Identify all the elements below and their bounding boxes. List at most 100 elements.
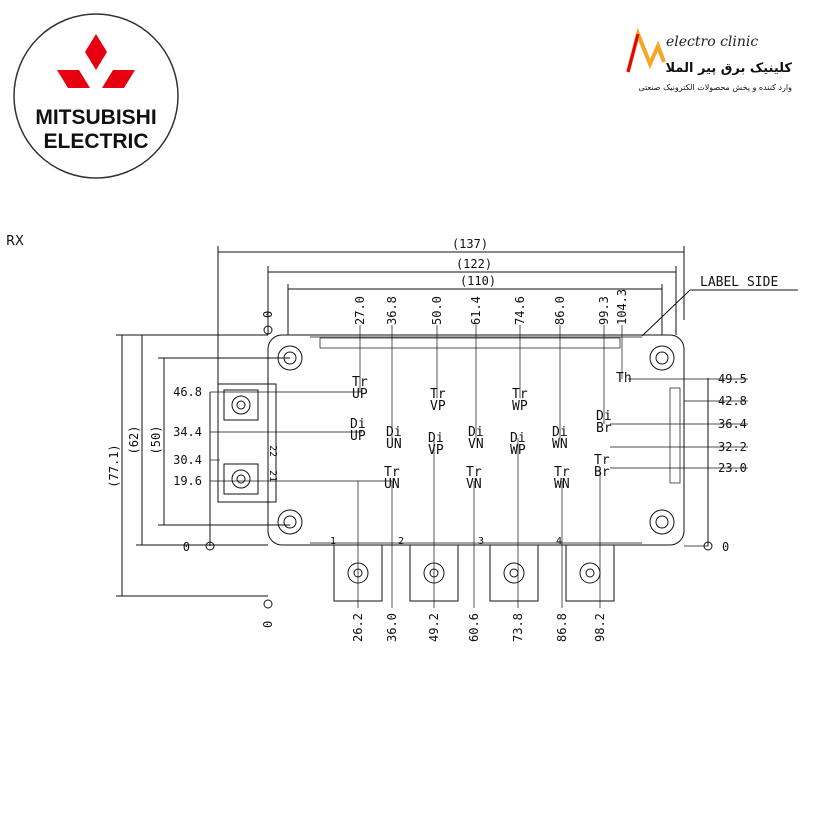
svg-text:Di: Di	[596, 409, 612, 424]
dim-height-inner: (50)	[149, 426, 163, 455]
right-pin-strip	[669, 387, 681, 484]
x-tick-bottom-60.6: 60.6	[467, 613, 481, 642]
logo-subtitle: کلینیک برق پیر الملا	[666, 61, 793, 76]
left-terminal-upper	[223, 389, 259, 421]
svg-text:VP: VP	[430, 399, 446, 414]
component-tr-up: Tr UP	[352, 375, 368, 402]
component-di-un: Di UN	[386, 425, 402, 452]
mounting-hole-br	[649, 509, 675, 535]
x-tick-top-61.4: 61.4	[469, 296, 483, 325]
svg-text:Tr: Tr	[430, 387, 446, 402]
y-tick-right-36.4: 36.4	[718, 417, 747, 431]
x-tick-bottom-36.0: 36.0	[385, 613, 399, 642]
y-tick-right-42.8: 42.8	[718, 394, 747, 408]
x-tick-top-36.8: 36.8	[385, 296, 399, 325]
component-tr-br: Tr Br	[594, 453, 610, 480]
svg-text:Di: Di	[468, 425, 484, 440]
svg-text:UN: UN	[386, 437, 402, 452]
x-tick-bottom-73.8: 73.8	[511, 613, 525, 642]
svg-text:WP: WP	[510, 443, 526, 458]
svg-text:Tr: Tr	[384, 465, 400, 480]
label-side-leader	[641, 289, 798, 337]
three-diamonds-icon	[57, 34, 135, 88]
svg-text:WP: WP	[512, 399, 528, 414]
component-th: Th	[616, 371, 632, 386]
svg-text:Br: Br	[596, 421, 612, 436]
label-side-text: LABEL SIDE	[700, 275, 778, 290]
zero-top: 0	[261, 311, 275, 318]
svg-text:Di: Di	[510, 431, 526, 446]
x-tick-top-104.3: 104.3	[615, 289, 629, 325]
y-tick-left-19.6: 19.6	[173, 474, 202, 488]
y-tick-left-30.4: 30.4	[173, 453, 202, 467]
zero-left: 0	[183, 540, 190, 554]
svg-text:VP: VP	[428, 443, 444, 458]
dim-height-mid: (62)	[127, 426, 141, 455]
side-pin-21: 21	[267, 470, 278, 482]
svg-text:Tr: Tr	[466, 465, 482, 480]
component-tr-un: Tr UN	[384, 465, 400, 492]
logo-line2: ELECTRIC	[44, 130, 149, 153]
y-tick-left-46.8: 46.8	[173, 385, 202, 399]
mitsubishi-electric-logo: MITSUBISHI ELECTRIC	[13, 13, 179, 179]
svg-text:UN: UN	[384, 477, 400, 492]
terminal-number-3: 3	[478, 536, 484, 547]
mounting-hole-tr	[649, 345, 675, 371]
svg-text:UP: UP	[352, 387, 368, 402]
svg-text:WN: WN	[554, 477, 570, 492]
logo-line1: MITSUBISHI	[35, 106, 156, 129]
component-di-up: Di UP	[350, 417, 366, 444]
lightning-icon	[626, 27, 666, 73]
side-pin-22: 22	[267, 445, 278, 457]
left-terminal-lower	[223, 463, 259, 495]
x-tick-bottom-49.2: 49.2	[427, 613, 441, 642]
electro-clinic-logo: electro clinic کلینیک برق پیر الملا وارد…	[622, 24, 798, 100]
y-tick-right-23.0: 23.0	[718, 461, 747, 475]
component-tr-wn: Tr WN	[554, 465, 570, 492]
component-di-wn: Di WN	[552, 425, 568, 452]
dim-width-inner: (110)	[460, 274, 496, 288]
bottom-x-ticks	[357, 438, 601, 608]
svg-text:VN: VN	[466, 477, 482, 492]
zero-bottom: 0	[261, 621, 275, 628]
component-di-vn: Di VN	[468, 425, 484, 452]
logo-title: electro clinic	[666, 34, 758, 50]
svg-text:WN: WN	[552, 437, 568, 452]
x-tick-top-74.6: 74.6	[513, 296, 527, 325]
origin-bottom-marker	[263, 599, 273, 609]
terminal-number-1: 1	[330, 536, 336, 547]
x-tick-top-50.0: 50.0	[430, 296, 444, 325]
svg-text:Th: Th	[616, 371, 632, 386]
svg-text:Di: Di	[552, 425, 568, 440]
dim-width-mid: (122)	[456, 257, 492, 271]
top-pin-strip	[319, 337, 621, 349]
terminal-number-4: 4	[556, 536, 562, 547]
svg-text:Tr: Tr	[352, 375, 368, 390]
zero-right: 0	[722, 540, 729, 554]
top-x-ticks	[359, 325, 623, 438]
svg-text:Br: Br	[594, 465, 610, 480]
component-tr-vp: Tr VP	[430, 387, 446, 414]
x-tick-top-86.0: 86.0	[553, 296, 567, 325]
svg-text:Di: Di	[350, 417, 366, 432]
dim-height-overall: (77.1)	[107, 444, 121, 487]
y-tick-right-49.5: 49.5	[718, 372, 747, 386]
y-tick-left-34.4: 34.4	[173, 425, 202, 439]
svg-text:Tr: Tr	[594, 453, 610, 468]
bottom-terminal-3	[489, 544, 539, 602]
svg-text:Tr: Tr	[554, 465, 570, 480]
component-di-br: Di Br	[596, 409, 612, 436]
component-di-wp: Di WP	[510, 431, 526, 458]
y-tick-right-32.2: 32.2	[718, 440, 747, 454]
svg-text:Tr: Tr	[512, 387, 528, 402]
component-tr-vn: Tr VN	[466, 465, 482, 492]
origin-left-marker	[205, 541, 215, 551]
svg-text:Di: Di	[386, 425, 402, 440]
x-tick-top-27.0: 27.0	[353, 296, 367, 325]
dim-width-overall: (137)	[452, 237, 488, 251]
svg-text:UP: UP	[350, 429, 366, 444]
component-tr-wp: Tr WP	[512, 387, 528, 414]
x-tick-bottom-26.2: 26.2	[351, 613, 365, 642]
svg-text:VN: VN	[468, 437, 484, 452]
logo-tagline: وارد کننده و پخش محصولات الکترونیک صنعتی	[638, 83, 792, 92]
